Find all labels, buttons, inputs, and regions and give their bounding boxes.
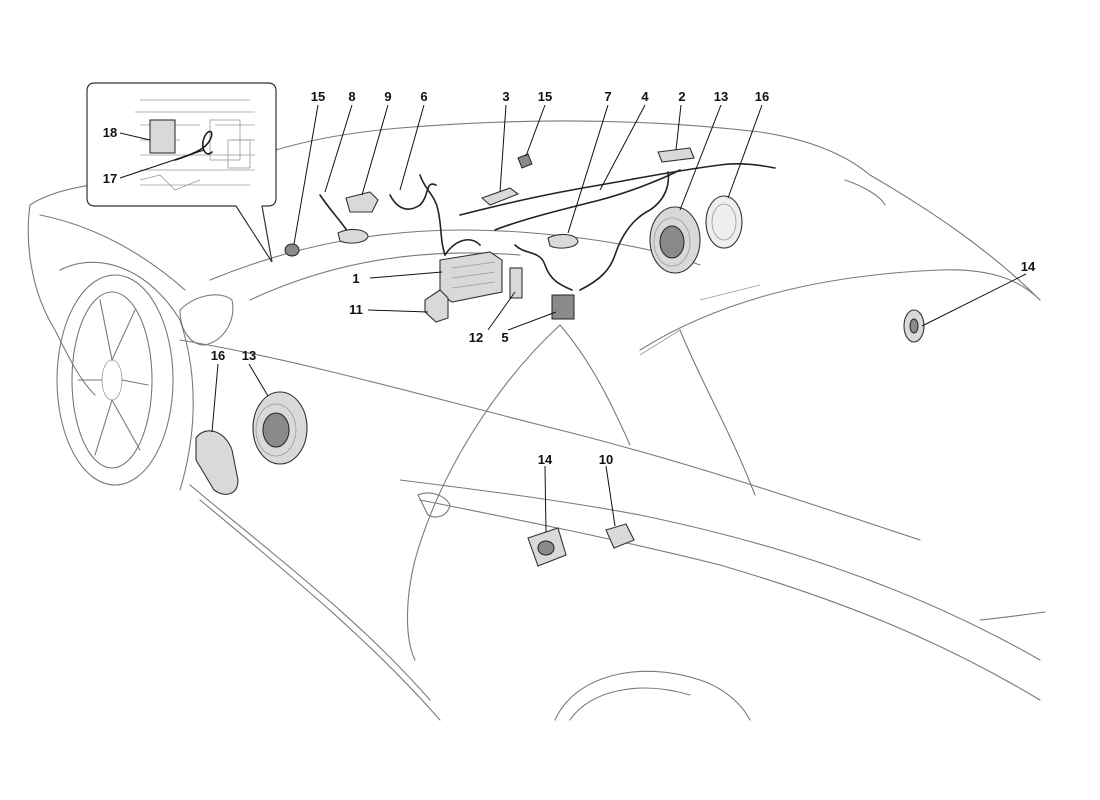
part-7-tweeter bbox=[547, 233, 579, 249]
callout-13-top: 13 bbox=[714, 89, 728, 104]
part-15-clip bbox=[517, 153, 533, 169]
car-body-outline bbox=[27, 120, 1046, 721]
part-17-cable bbox=[174, 130, 213, 161]
callout-14-rear: 14 bbox=[1021, 259, 1036, 274]
callout-16-door: 16 bbox=[211, 348, 225, 363]
part-12-cable bbox=[514, 244, 573, 291]
part-4-cable-b bbox=[494, 169, 681, 231]
callout-15-left: 15 bbox=[311, 89, 325, 104]
part-15-grommet bbox=[284, 243, 300, 257]
callout-2: 2 bbox=[678, 89, 685, 104]
part-16-grille-right bbox=[705, 195, 743, 249]
part-13-speaker-right bbox=[649, 206, 701, 274]
part-3-module bbox=[480, 187, 520, 206]
part-9-module bbox=[345, 191, 379, 213]
part-11-bracket bbox=[424, 289, 449, 323]
part-1-amplifier bbox=[439, 251, 503, 303]
part-6-cable bbox=[419, 174, 446, 256]
callout-4: 4 bbox=[641, 89, 649, 104]
callout-16-top: 16 bbox=[755, 89, 769, 104]
part-4-cable bbox=[459, 162, 776, 216]
callout-7: 7 bbox=[604, 89, 611, 104]
part-2-module bbox=[657, 147, 695, 163]
detail-inset bbox=[86, 82, 277, 263]
part-1-cable bbox=[444, 239, 481, 256]
part-5-connector bbox=[551, 294, 575, 320]
callout-9: 9 bbox=[384, 89, 391, 104]
callout-3: 3 bbox=[502, 89, 509, 104]
callout-12: 12 bbox=[469, 330, 483, 345]
part-4-cable-c bbox=[579, 171, 670, 291]
part-12-bracket bbox=[509, 267, 523, 299]
callout-1: 1 bbox=[352, 271, 359, 286]
part-16-grille-door bbox=[195, 430, 239, 495]
part-18-module bbox=[149, 119, 176, 154]
callout-14-door: 14 bbox=[538, 452, 553, 467]
callout-11: 11 bbox=[349, 302, 363, 317]
callout-17: 17 bbox=[103, 171, 117, 186]
callout-8: 8 bbox=[348, 89, 355, 104]
part-14-speaker-rear bbox=[903, 309, 925, 343]
part-8-wire bbox=[319, 194, 349, 233]
part-10-module bbox=[605, 523, 635, 549]
callout-labels: 1 2 3 4 5 6 7 8 9 10 11 12 13 13 14 14 1… bbox=[103, 89, 1036, 467]
callout-13-door: 13 bbox=[242, 348, 256, 363]
part-7-tweeter-left bbox=[337, 228, 369, 244]
callout-15-right: 15 bbox=[538, 89, 552, 104]
callout-18: 18 bbox=[103, 125, 117, 140]
part-14-speaker-door bbox=[527, 527, 567, 567]
callout-10: 10 bbox=[599, 452, 613, 467]
callout-6: 6 bbox=[420, 89, 427, 104]
front-wheel bbox=[56, 261, 194, 491]
leader-lines bbox=[119, 104, 1027, 533]
part-13-speaker-door bbox=[252, 391, 308, 465]
part-6-cable-b bbox=[389, 183, 437, 210]
callout-5: 5 bbox=[501, 330, 508, 345]
